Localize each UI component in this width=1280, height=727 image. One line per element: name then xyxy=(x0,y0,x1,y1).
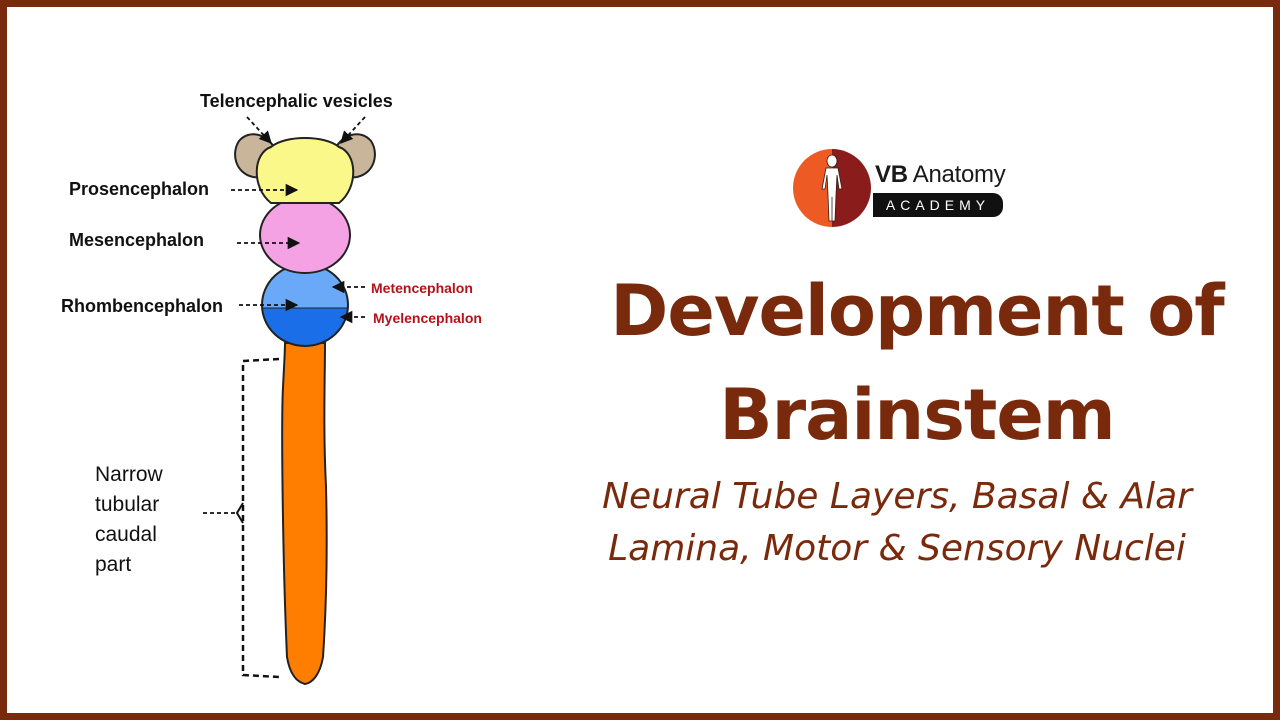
metencephalon-label: Metencephalon xyxy=(371,280,473,296)
rhombencephalon-label: Rhombencephalon xyxy=(61,296,224,316)
myelencephalon-label: Myelencephalon xyxy=(373,310,482,326)
title-line-1: Development of xyxy=(610,270,1225,352)
logo-tagline: ACADEMY xyxy=(873,193,1003,217)
brain-vesicles-diagram: Telencephalic vesicles Prosencephalon Me… xyxy=(7,7,647,727)
logo-name-rest: Anatomy xyxy=(912,161,1006,188)
logo-name-bold: VB xyxy=(875,161,908,188)
logo-name: VB Anatomy xyxy=(875,161,1006,189)
mesencephalon-shape xyxy=(259,196,351,274)
telencephalic-arrow-left xyxy=(246,116,272,144)
subtitle-line-1: Neural Tube Layers, Basal & Alar xyxy=(602,476,1192,517)
page-subtitle: Neural Tube Layers, Basal & Alar Lamina,… xyxy=(547,471,1247,575)
human-figure-icon xyxy=(793,149,871,227)
neural-tube-illustration xyxy=(203,116,376,686)
caudal-part-label: Narrow tubular caudal part xyxy=(95,463,163,576)
telencephalic-vesicles-label: Telencephalic vesicles xyxy=(200,91,393,111)
prosencephalon-shape xyxy=(255,137,355,204)
caudal-tube-shape xyxy=(281,342,328,686)
mesencephalon-label: Mesencephalon xyxy=(69,230,205,250)
telencephalic-arrow-right xyxy=(340,116,366,144)
page-title: Development of Brainstem xyxy=(567,259,1267,467)
caudal-bracket xyxy=(241,357,280,679)
title-line-2: Brainstem xyxy=(719,374,1115,456)
prosencephalon-label: Prosencephalon xyxy=(69,179,210,199)
vb-anatomy-logo: VB Anatomy ACADEMY xyxy=(793,149,1033,229)
subtitle-line-2: Lamina, Motor & Sensory Nuclei xyxy=(608,528,1186,569)
